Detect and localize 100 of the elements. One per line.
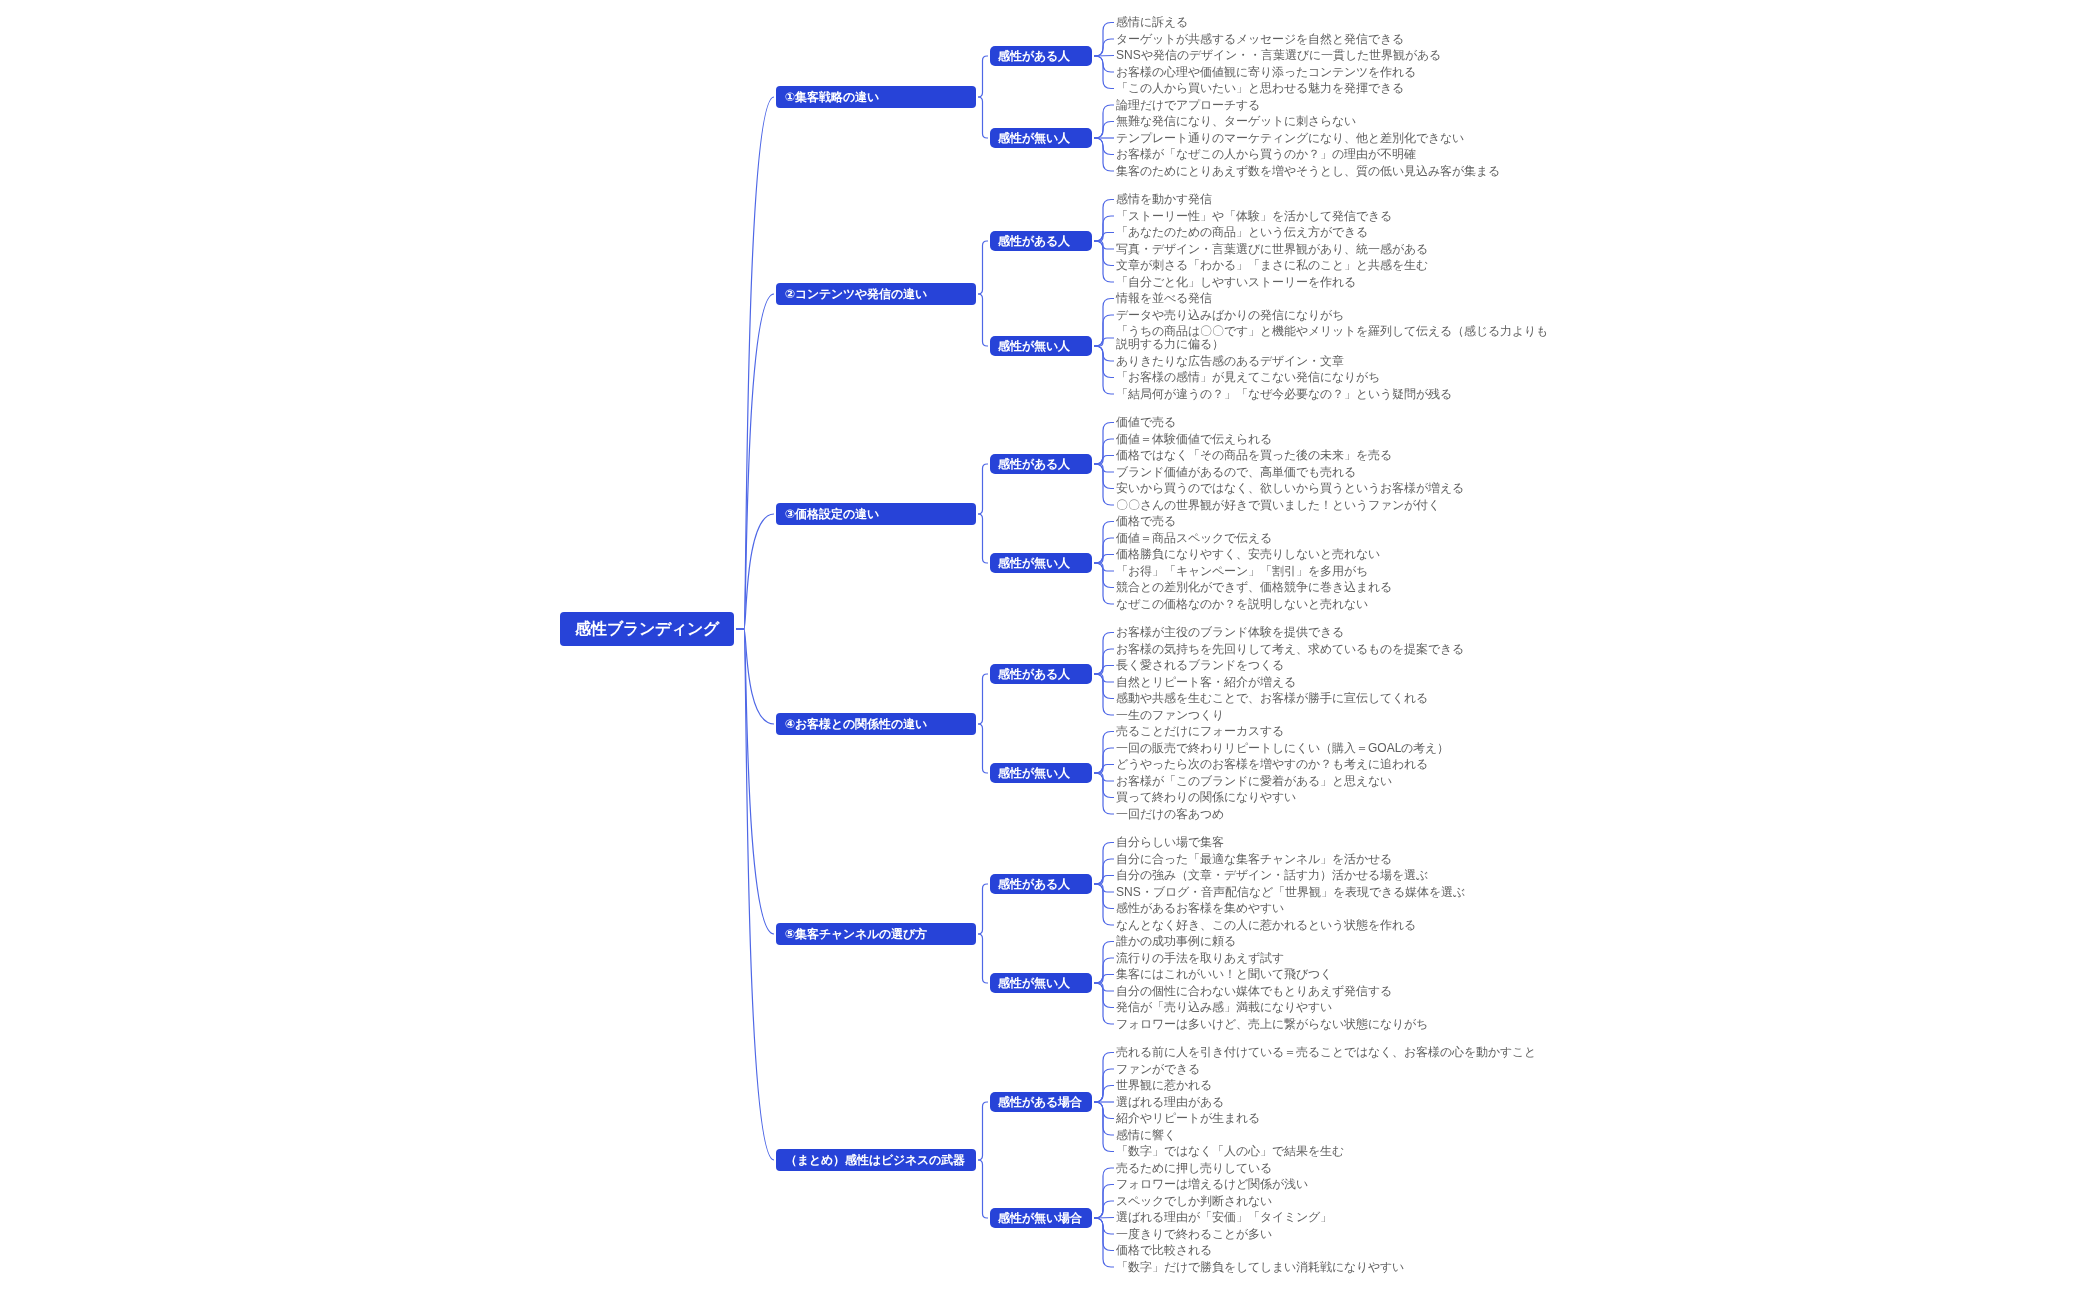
branch-topic-box: （まとめ）感性はビジネスの武器 bbox=[776, 1149, 976, 1171]
topic-text: 「ストーリー性」や「体験」を活かして発信できる bbox=[1116, 209, 1392, 223]
branch-topic-box: ⑤集客チャンネルの選び方 bbox=[776, 923, 976, 945]
topic-text: 世界観に惹かれる bbox=[1116, 1079, 1212, 1092]
topic-text: フォロワーは増えるけど関係が浅い bbox=[1116, 1178, 1308, 1191]
subtopic-box: 感性が無い人 bbox=[990, 973, 1092, 993]
topic-text: 感情を動かす発信 bbox=[1116, 193, 1212, 206]
topic-text: 売るために押し売りしている bbox=[1116, 1161, 1272, 1175]
branch-topic-box: ②コンテンツや発信の違い bbox=[776, 283, 976, 305]
topic-text: 価格勝負になりやすく、安売りしないと売れない bbox=[1116, 548, 1380, 561]
topic-text: 自然とリピート客・紹介が増える bbox=[1116, 675, 1296, 689]
topic-text: 情報を並べる発信 bbox=[1116, 292, 1212, 305]
subtopic-box: 感性がある人 bbox=[990, 46, 1092, 66]
topic-text: 〇〇さんの世界観が好きで買いました！というファンが付く bbox=[1116, 498, 1440, 512]
topic-text: 感性があるお客様を集めやすい bbox=[1116, 902, 1284, 915]
topic-text: 選ばれる理由が「安価」「タイミング」 bbox=[1116, 1211, 1332, 1224]
subtopic-box: 感性が無い場合 bbox=[990, 1208, 1092, 1228]
topic-text: 「お得」「キャンペーン」「割引」を多用がち bbox=[1116, 564, 1368, 578]
subtopic-box: 感性がある場合 bbox=[990, 1092, 1092, 1112]
branch-topic-box: ③価格設定の違い bbox=[776, 503, 976, 525]
topic-text: なぜこの価格なのか？を説明しないと売れない bbox=[1116, 597, 1368, 611]
topic-text: 感情に響く bbox=[1116, 1128, 1176, 1142]
topic-text: 集客のためにとりあえず数を増やそうとし、質の低い見込み客が集まる bbox=[1116, 164, 1500, 178]
connector-line bbox=[1093, 137, 1115, 172]
topic-text: 自分の強み（文章・デザイン・話す力）活かせる場を選ぶ bbox=[1116, 869, 1428, 882]
topic-text: 一回の販売で終わりリピートしにくい（購入＝GOALの考え） bbox=[1116, 741, 1450, 755]
branch-topic-box: ④お客様との関係性の違い bbox=[776, 713, 976, 735]
branch-topic-box: ①集客戦略の違い bbox=[776, 86, 976, 108]
connector-line bbox=[977, 723, 989, 774]
topic-text: 「この人から買いたい」と思わせる魅力を発揮できる bbox=[1116, 82, 1404, 95]
topic-text: スペックでしか判断されない bbox=[1116, 1194, 1272, 1208]
subtopic-box: 感性がある人 bbox=[990, 454, 1092, 474]
connector-line bbox=[977, 883, 989, 935]
topic-text: 文章が刺さる「わかる」「まさに私のこと」と共感を生む bbox=[1116, 259, 1428, 272]
topic-text: SNSや発信のデザイン・・言葉選びに一貫した世界観がある bbox=[1116, 49, 1441, 62]
topic-text: 感動や共感を生むことで、お客様が勝手に宣伝してくれる bbox=[1116, 692, 1428, 705]
connector-line bbox=[1093, 137, 1115, 139]
topic-text: 一回だけの客あつめ bbox=[1116, 807, 1224, 821]
topic-text: 買って終わりの関係になりやすい bbox=[1116, 791, 1296, 804]
topic-text: 論理だけでアプローチする bbox=[1116, 98, 1260, 112]
connector-line bbox=[977, 55, 989, 98]
connector-line bbox=[977, 463, 989, 515]
connector-line bbox=[977, 1101, 989, 1161]
topic-text: なんとなく好き、この人に惹かれるという状態を作れる bbox=[1116, 918, 1416, 932]
topic-text: 無難な発信になり、ターゲットに刺さらない bbox=[1116, 115, 1356, 128]
subtopic-box: 感性がある人 bbox=[990, 231, 1092, 251]
topic-text: 売れる前に人を引き付けている＝売ることではなく、お客様の心を動かすこと bbox=[1116, 1046, 1536, 1059]
topic-text: 価値＝商品スペックで伝える bbox=[1116, 531, 1272, 545]
topic-text: 誰かの成功事例に頼る bbox=[1116, 935, 1236, 948]
topic-text: 価格ではなく「その商品を買った後の未来」を売る bbox=[1116, 449, 1392, 462]
topic-text: ありきたりな広告感のあるデザイン・文章 bbox=[1116, 354, 1344, 368]
connector-line bbox=[1093, 55, 1115, 90]
topic-text: どうやったら次のお客様を増やすのか？も考えに追われる bbox=[1116, 758, 1428, 771]
topic-text: 「あなたのための商品」という伝え方ができる bbox=[1116, 226, 1368, 239]
topic-text: 写真・デザイン・言葉選びに世界観があり、統一感がある bbox=[1116, 242, 1428, 256]
topic-text: 発信が「売り込み感」満載になりやすい bbox=[1116, 1001, 1332, 1014]
topic-text: 「数字」だけで勝負をしてしまい消耗戦になりやすい bbox=[1116, 1260, 1404, 1274]
connector-line bbox=[977, 673, 989, 725]
connector-line bbox=[977, 240, 989, 295]
topic-text: SNS・ブログ・音声配信など「世界観」を表現できる媒体を選ぶ bbox=[1116, 885, 1465, 899]
topic-text: 価格で比較される bbox=[1116, 1244, 1212, 1257]
topic-text: ファンができる bbox=[1116, 1062, 1200, 1076]
subtopic-box: 感性が無い人 bbox=[990, 128, 1092, 148]
topic-text: 流行りの手法を取りあえず試す bbox=[1116, 951, 1284, 965]
subtopic-box: 感性が無い人 bbox=[990, 336, 1092, 356]
connector-line bbox=[977, 96, 989, 139]
topic-text: 自分の個性に合わない媒体でもとりあえず発信する bbox=[1116, 984, 1392, 998]
connector-line bbox=[977, 293, 989, 347]
topic-text: 集客にはこれがいい！と聞いて飛びつく bbox=[1116, 968, 1332, 981]
subtopic-box: 感性がある人 bbox=[990, 874, 1092, 894]
topic-text: お客様が主役のブランド体験を提供できる bbox=[1116, 626, 1344, 639]
topic-text: 価値＝体験価値で伝えられる bbox=[1116, 432, 1272, 446]
connector-line bbox=[977, 513, 989, 564]
topic-text: 安いから買うのではなく、欲しいから買うというお客様が増える bbox=[1116, 482, 1464, 495]
central-topic-box: 感性ブランディング bbox=[560, 612, 734, 646]
topic-text: 自分に合った「最適な集客チャンネル」を活かせる bbox=[1116, 852, 1392, 866]
connector-line bbox=[1093, 54, 1115, 57]
topic-text: 価格で売る bbox=[1116, 515, 1176, 528]
topic-text: 選ばれる理由がある bbox=[1116, 1095, 1224, 1109]
topic-text: 自分らしい場で集客 bbox=[1116, 836, 1224, 849]
topic-text: 「結局何が違うの？」「なぜ今必要なの？」という疑問が残る bbox=[1116, 387, 1452, 401]
connector-line bbox=[977, 1159, 989, 1219]
topic-text: 「自分ごと化」しやすいストーリーを作れる bbox=[1116, 275, 1356, 289]
topic-text: 「数字」ではなく「人の心」で結果を生む bbox=[1116, 1145, 1344, 1158]
topic-text: データや売り込みばかりの発信になりがち bbox=[1116, 308, 1344, 322]
topic-text: お客様の気持ちを先回りして考え、求めているものを提案できる bbox=[1116, 642, 1464, 656]
topic-text: お客様の心理や価値観に寄り添ったコンテンツを作れる bbox=[1116, 65, 1416, 79]
topic-text: 一度きりで終わることが多い bbox=[1116, 1227, 1272, 1241]
connector-line bbox=[977, 933, 989, 984]
topic-text: 「うちの商品は〇〇です」と機能やメリットを羅列して伝える（感じる力よりも説明する力に偏る） bbox=[1116, 325, 1552, 351]
topic-text: 一生のファンつくり bbox=[1116, 708, 1224, 722]
topic-text: お客様が「このブランドに愛着がある」と思えない bbox=[1116, 774, 1392, 788]
topic-text: 「お客様の感情」が見えてこない発信になりがち bbox=[1116, 371, 1380, 384]
topic-text: ターゲットが共感するメッセージを自然と発信できる bbox=[1116, 32, 1404, 46]
topic-text: 長く愛されるブランドをつくる bbox=[1116, 659, 1284, 672]
subtopic-box: 感性が無い人 bbox=[990, 553, 1092, 573]
topic-text: ブランド価値があるので、高単価でも売れる bbox=[1116, 465, 1356, 479]
topic-text: 紹介やリピートが生まれる bbox=[1116, 1112, 1260, 1125]
subtopic-box: 感性がある人 bbox=[990, 664, 1092, 684]
subtopic-box: 感性が無い人 bbox=[990, 763, 1092, 783]
